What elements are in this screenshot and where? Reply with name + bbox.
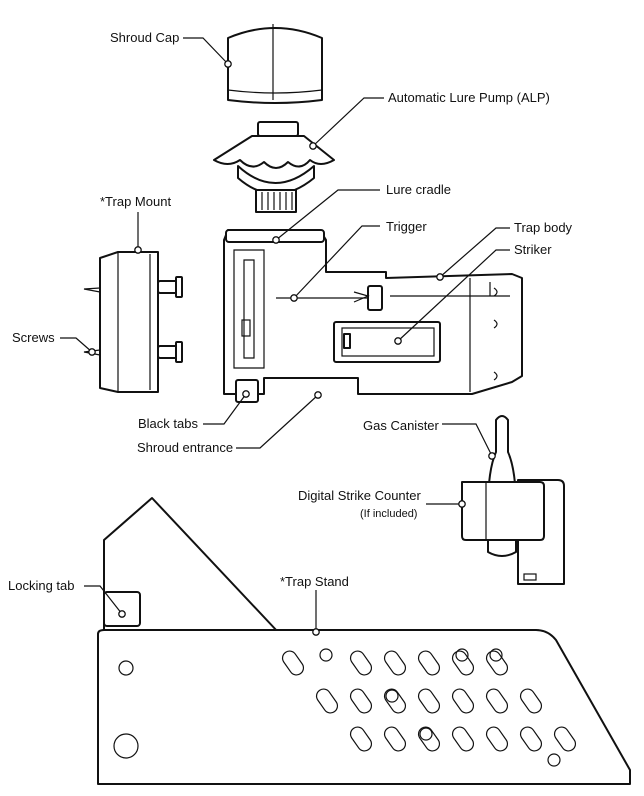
trap-stand-slots (281, 648, 577, 767)
label-digital-strike-counter: Digital Strike Counter (298, 488, 421, 503)
trap-mount-part (83, 251, 183, 393)
shroud-cap-part (227, 24, 323, 104)
label-if-included: (If included) (360, 508, 417, 520)
label-black-tabs: Black tabs (138, 416, 198, 431)
label-trap-stand: *Trap Stand (280, 574, 349, 589)
label-striker: Striker (514, 242, 552, 257)
label-trigger: Trigger (386, 219, 427, 234)
digital-strike-counter-part (461, 479, 565, 585)
label-screws: Screws (12, 330, 55, 345)
leader-lines (60, 37, 510, 632)
label-trap-body: Trap body (514, 220, 573, 235)
label-lure-cradle: Lure cradle (386, 182, 451, 197)
callout-dots (88, 60, 496, 636)
label-trap-mount: *Trap Mount (100, 194, 171, 209)
label-shroud-cap: Shroud Cap (110, 30, 179, 45)
trap-stand-part (97, 497, 631, 785)
label-shroud-entrance: Shroud entrance (137, 440, 233, 455)
label-gas-canister: Gas Canister (363, 418, 440, 433)
label-locking-tab: Locking tab (8, 578, 75, 593)
label-alp: Automatic Lure Pump (ALP) (388, 90, 550, 105)
trap-body-part (223, 229, 523, 403)
automatic-lure-pump-part (213, 121, 335, 213)
